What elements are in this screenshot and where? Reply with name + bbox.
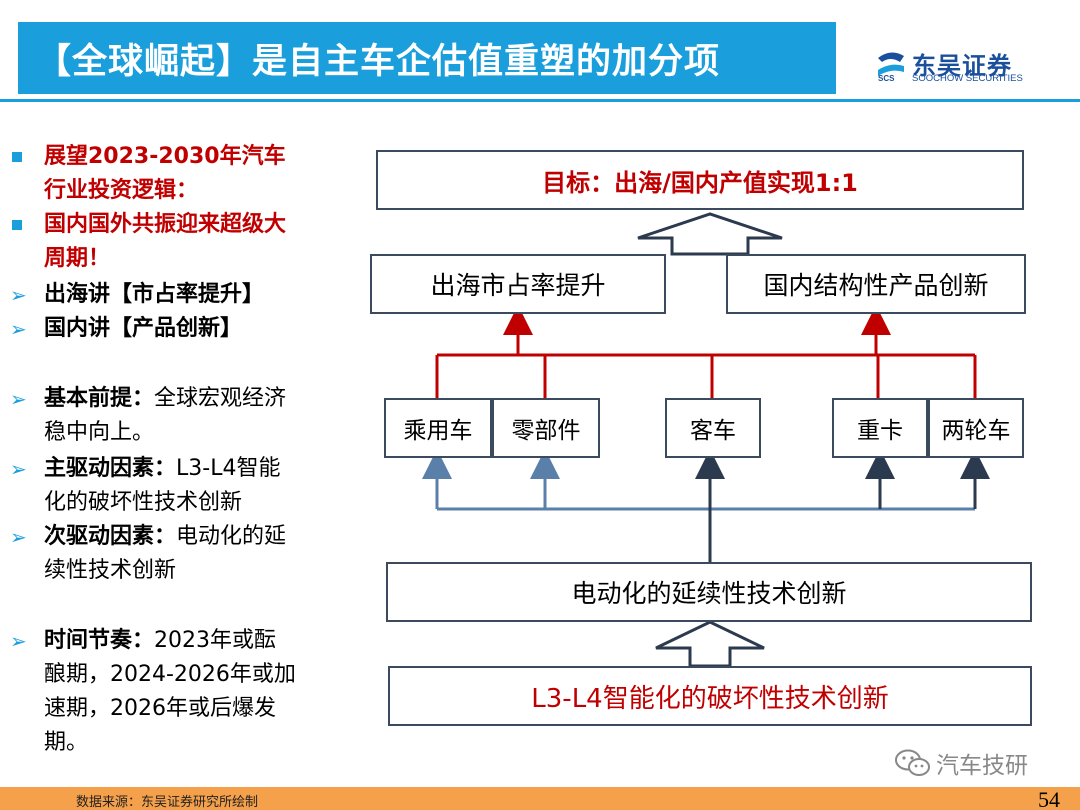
bullet-text: 全球宏观经济稳中向上。 xyxy=(44,386,287,445)
page-number: 54 xyxy=(1038,787,1060,810)
bullet-label: 基本前提： xyxy=(44,386,155,411)
arrow-bullet-icon: ➢ xyxy=(10,317,27,341)
goal-box: 目标：出海/国内产值实现1:1 xyxy=(376,150,1024,210)
arrow-bullet-icon: ➢ xyxy=(10,629,27,653)
arrow-bullet-icon: ➢ xyxy=(10,457,27,481)
header-divider xyxy=(0,99,1080,102)
logo-chinese-name: 东吴证券 xyxy=(912,52,1012,80)
arrow-bullet-icon: ➢ xyxy=(10,283,27,307)
logo-english-name: SOOCHOW SECURITIES xyxy=(912,73,1023,84)
blue-connector-tree xyxy=(422,449,990,562)
bullet-text: 2023年或酝酿期，2024-2026年或加速期，2026年或后爆发期。 xyxy=(44,628,296,755)
bullet-text: 电动化的延续性技术创新 xyxy=(44,524,287,583)
segment-two-wheeler: 两轮车 xyxy=(928,398,1024,458)
segment-heavy-truck: 重卡 xyxy=(832,398,928,458)
arrow-bullet-icon: ➢ xyxy=(10,525,27,549)
page-title: 【全球崛起】是自主车企估值重塑的加分项 xyxy=(36,41,721,82)
hollow-up-arrow-top xyxy=(637,212,783,256)
segment-passenger-car: 乘用车 xyxy=(384,398,492,458)
domestic-innovation-box: 国内结构性产品创新 xyxy=(726,254,1026,314)
bullet-text: 国内讲【产品创新】 xyxy=(44,316,243,341)
bullet-label: 次驱动因素： xyxy=(44,524,177,549)
logo-mark-text: SCS xyxy=(878,74,895,82)
watermark: 汽车技研 xyxy=(894,746,1028,780)
bullet-text: L3-L4智能化的破坏性技术创新 xyxy=(44,456,281,515)
data-source-note: 数据来源：东吴证券研究所绘制 xyxy=(76,795,259,810)
red-connector-tree xyxy=(435,305,977,398)
hollow-up-arrow-bottom xyxy=(655,620,765,668)
segment-auto-parts: 零部件 xyxy=(492,398,600,458)
bullet-text: 展望2023-2030年汽车行业投资逻辑： xyxy=(44,144,286,203)
footer-bar xyxy=(0,787,1080,810)
company-logo: SCS 东吴证券 SOOCHOW SECURITIES xyxy=(874,46,1054,90)
overseas-share-box: 出海市占率提升 xyxy=(370,254,666,314)
segment-bus: 客车 xyxy=(665,398,761,458)
bullet-label: 时间节奏： xyxy=(44,628,155,653)
arrow-bullet-icon: ➢ xyxy=(10,387,27,411)
bullet-label: 主驱动因素： xyxy=(44,456,177,481)
square-bullet-icon xyxy=(12,152,22,162)
electrification-box: 电动化的延续性技术创新 xyxy=(386,562,1032,622)
wechat-icon xyxy=(895,749,930,776)
watermark-text: 汽车技研 xyxy=(936,753,1028,779)
square-bullet-icon xyxy=(12,220,22,230)
intelligence-box: L3-L4智能化的破坏性技术创新 xyxy=(388,666,1032,726)
title-bar: 【全球崛起】是自主车企估值重塑的加分项 xyxy=(18,22,836,94)
soochow-logo-icon: SCS xyxy=(878,52,904,82)
bullet-text: 国内国外共振迎来超级大周期！ xyxy=(44,212,287,271)
bullet-text: 出海讲【市占率提升】 xyxy=(44,282,265,307)
